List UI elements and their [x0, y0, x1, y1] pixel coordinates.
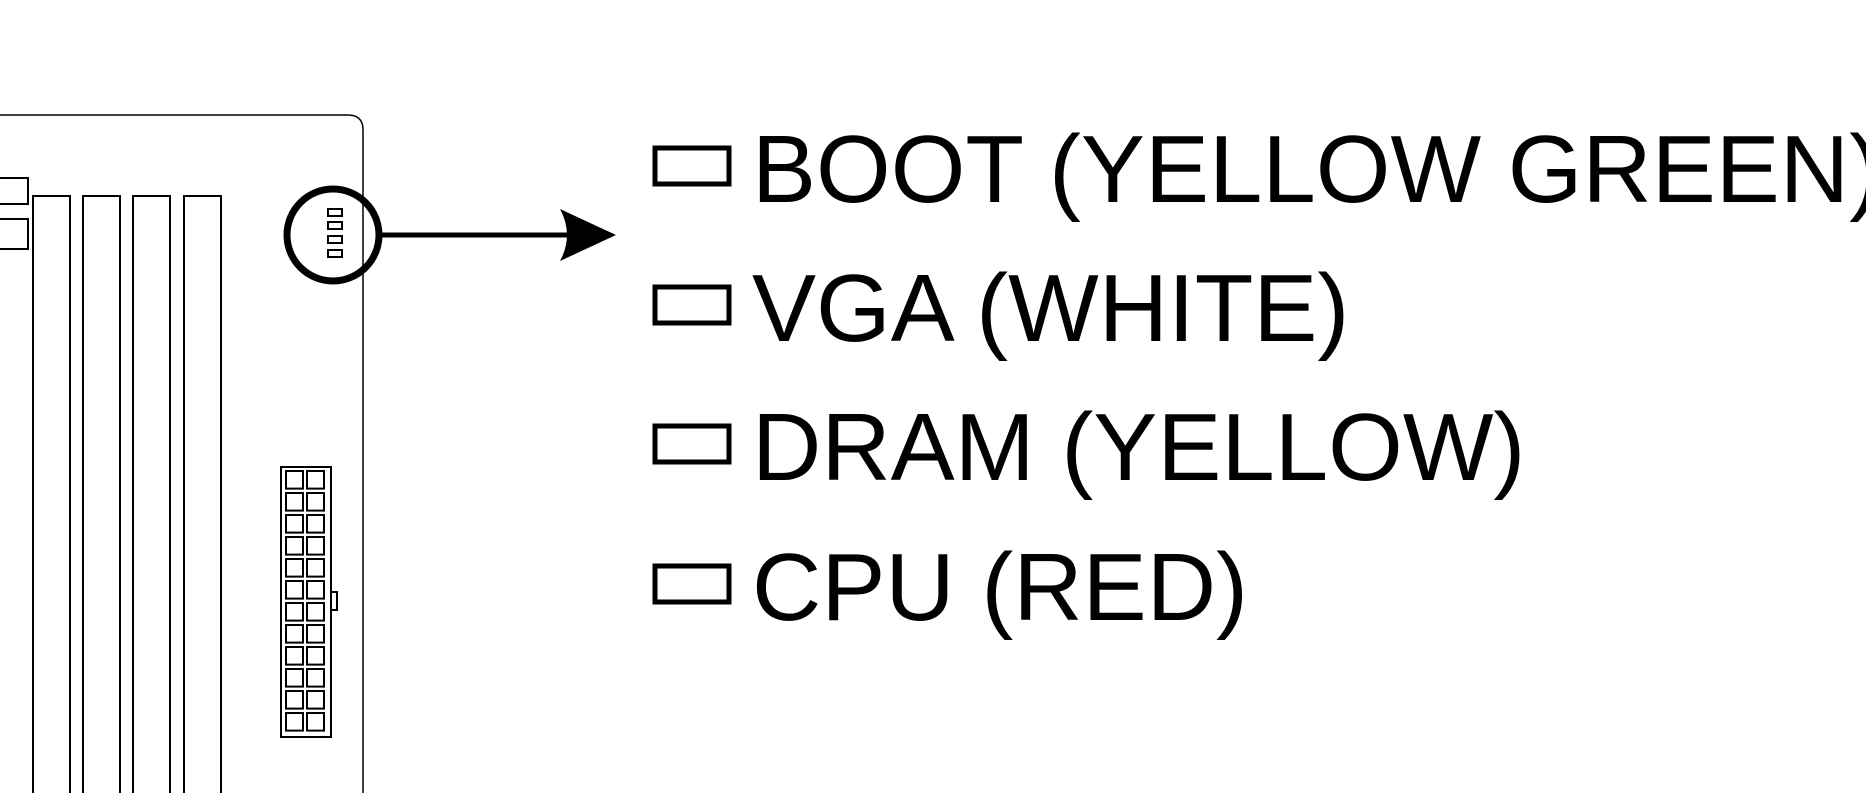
atx-pin [285, 624, 304, 644]
legend-item-vga: VGA (WHITE) [652, 255, 1349, 362]
atx-pin [306, 646, 325, 666]
atx-pin [306, 602, 325, 622]
atx-pin [306, 536, 325, 556]
led-legend: BOOT (YELLOW GREEN) VGA (WHITE) DRAM (YE… [652, 116, 1866, 641]
legend-item-boot: BOOT (YELLOW GREEN) [652, 116, 1866, 223]
board-led-dram [327, 235, 343, 244]
atx-pin [285, 668, 304, 688]
atx-pin [306, 492, 325, 512]
dimm-slot-1 [32, 195, 71, 793]
atx-power-connector [280, 466, 338, 738]
led-swatch [652, 563, 732, 605]
led-label-cpu: CPU (RED) [752, 534, 1248, 641]
led-label-vga: VGA (WHITE) [752, 255, 1349, 362]
atx-pin [306, 690, 325, 710]
legend-item-cpu: CPU (RED) [652, 534, 1248, 641]
board-led-boot [327, 208, 343, 217]
atx-pin [285, 558, 304, 578]
board-led-vga [327, 221, 343, 230]
atx-pin [285, 514, 304, 534]
atx-pin [285, 646, 304, 666]
led-swatch [652, 145, 732, 187]
atx-pin [306, 712, 325, 732]
atx-pin [306, 558, 325, 578]
atx-pin [306, 514, 325, 534]
atx-pin [306, 668, 325, 688]
atx-pin [285, 712, 304, 732]
dimm-slot-4 [183, 195, 222, 793]
legend-item-dram: DRAM (YELLOW) [652, 394, 1525, 501]
led-swatch [652, 284, 732, 326]
board-led-cpu [327, 249, 343, 258]
atx-pin [285, 470, 304, 490]
led-label-boot: BOOT (YELLOW GREEN) [752, 116, 1866, 223]
atx-pin [285, 492, 304, 512]
atx-pin [285, 580, 304, 600]
callout-arrow-head [560, 209, 616, 261]
atx-pin [285, 602, 304, 622]
atx-pin [285, 536, 304, 556]
dimm-slots [32, 195, 222, 793]
atx-pin [285, 690, 304, 710]
atx-pin [306, 580, 325, 600]
edge-connector-stubs [0, 177, 29, 250]
atx-pin [306, 470, 325, 490]
led-label-dram: DRAM (YELLOW) [752, 394, 1525, 501]
motherboard-outline [0, 114, 364, 793]
dimm-slot-3 [132, 195, 171, 793]
led-swatch [652, 423, 732, 465]
led-highlight-circle [283, 185, 383, 285]
atx-pin [306, 624, 325, 644]
dimm-slot-2 [82, 195, 121, 793]
board-led-indicators [327, 208, 343, 258]
